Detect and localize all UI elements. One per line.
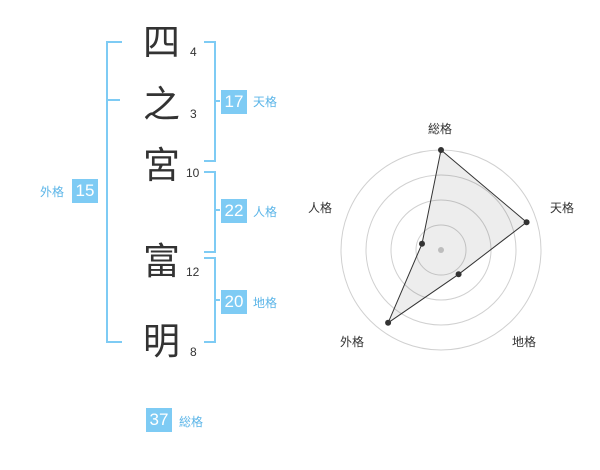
soukaku-badge: 37 bbox=[146, 408, 172, 432]
chikaku-label: 地格 bbox=[253, 296, 278, 310]
name-char-3: 宮 bbox=[143, 144, 180, 187]
gaikaku-bracket bbox=[106, 41, 122, 343]
radar-center bbox=[438, 247, 444, 253]
radar-ring-1 bbox=[415, 224, 467, 276]
tenkaku-badge: 17 bbox=[221, 90, 247, 114]
jinkaku-label: 人格 bbox=[253, 205, 278, 219]
gaikaku-badge: 15 bbox=[72, 179, 98, 203]
tenkaku-label: 天格 bbox=[253, 95, 278, 109]
radar-label-chikaku: 地格 bbox=[512, 335, 537, 349]
stroke-count-5: 8 bbox=[190, 345, 197, 359]
stroke-count-4: 12 bbox=[186, 265, 200, 279]
radar-point-3 bbox=[385, 319, 392, 326]
radar-polygon bbox=[386, 149, 528, 325]
radar-label-jinkaku: 人格 bbox=[308, 201, 333, 215]
jinkaku-bracket bbox=[204, 171, 216, 253]
jinkaku-badge: 22 bbox=[221, 199, 247, 223]
gaikaku-label: 外格 bbox=[40, 185, 65, 199]
chikaku-connector bbox=[214, 299, 220, 301]
soukaku-label: 総格 bbox=[179, 415, 204, 429]
name-char-4: 富 bbox=[143, 240, 180, 283]
jinkaku-connector bbox=[214, 209, 220, 211]
stroke-count-2: 3 bbox=[190, 107, 197, 121]
gaikaku-bracket-mid bbox=[106, 99, 120, 101]
name-char-5: 明 bbox=[143, 320, 180, 363]
tenkaku-connector bbox=[214, 100, 220, 102]
stroke-count-3: 10 bbox=[186, 166, 200, 180]
radar-label-gaikaku: 外格 bbox=[340, 335, 365, 349]
radar-point-1 bbox=[523, 219, 530, 226]
stroke-count-1: 4 bbox=[190, 45, 197, 59]
name-char-1: 四 bbox=[143, 21, 180, 64]
radar-point-4 bbox=[419, 240, 425, 247]
radar-label-soukaku: 総格 bbox=[428, 122, 453, 136]
chikaku-badge: 20 bbox=[221, 290, 247, 314]
name-char-2: 之 bbox=[143, 83, 180, 126]
radar-point-0 bbox=[438, 147, 444, 153]
radar-point-2 bbox=[455, 271, 462, 278]
radar-label-tenkaku: 天格 bbox=[550, 201, 575, 215]
radar-ring-3 bbox=[365, 174, 517, 326]
